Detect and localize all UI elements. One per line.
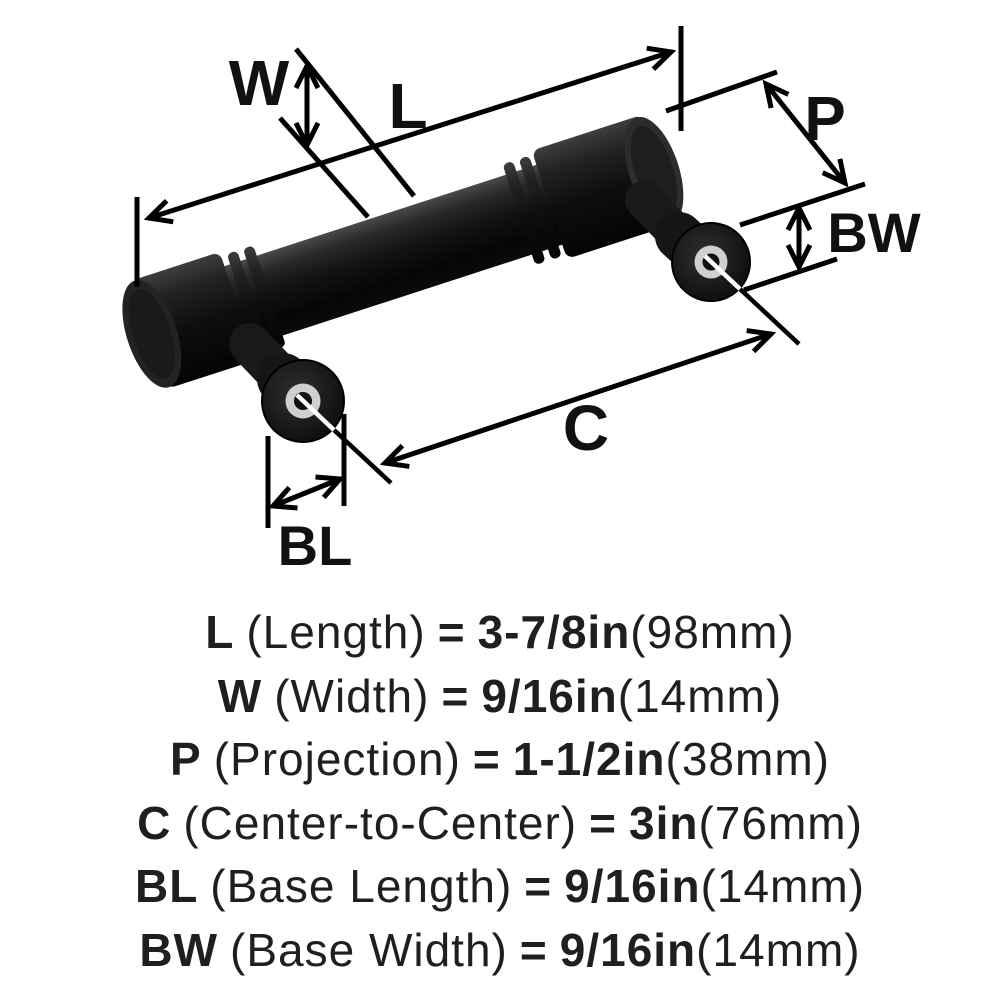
- spec-value-in: 9/16in: [564, 860, 701, 912]
- spec-value-mm: (14mm): [700, 860, 866, 912]
- equals-sign: =: [441, 669, 470, 722]
- dim-length: [134, 26, 684, 287]
- spec-table: L(Length)=3-7/8in(98mm) W(Width)=9/16in(…: [0, 601, 1000, 982]
- spec-value-in: 3-7/8in: [477, 606, 631, 658]
- equals-sign: =: [519, 923, 548, 976]
- dim-base-width: [743, 208, 838, 293]
- dim-projection-arrow: [766, 84, 845, 183]
- dim-label-c: C: [563, 392, 609, 464]
- dim-width-ext-bottom: [278, 116, 370, 219]
- spec-name: (Length): [246, 606, 426, 658]
- dim-center-to-center: [385, 334, 771, 463]
- spec-value-mm: (14mm): [696, 923, 861, 976]
- equals-sign: =: [472, 733, 501, 785]
- equals-sign: =: [437, 606, 466, 658]
- dim-label-bl: BL: [278, 514, 353, 577]
- spec-row-projection: P(Projection)=1-1/2in(38mm): [0, 728, 1000, 792]
- spec-value-mm: (98mm): [630, 606, 795, 658]
- dim-center-to-center-arrow: [385, 334, 771, 463]
- right-screw-axis-highlight: [703, 254, 743, 292]
- spec-label: W: [217, 669, 263, 722]
- spec-row-center-to-center: C(Center-to-Center)=3in(76mm): [0, 792, 1000, 856]
- spec-value-in: 9/16in: [481, 669, 618, 722]
- left-post: [229, 323, 345, 443]
- dim-width: [278, 47, 416, 219]
- spec-value-in: 1-1/2in: [512, 733, 666, 785]
- spec-row-width: W(Width)=9/16in(14mm): [0, 665, 1000, 729]
- handle-left-cap-face-inner: [128, 288, 175, 380]
- spec-name: (Projection): [213, 733, 461, 785]
- dim-base-length-arrow: [273, 479, 340, 506]
- spec-name: (Base Width): [230, 923, 508, 976]
- equals-sign: =: [589, 796, 617, 849]
- dim-base-length: [265, 414, 347, 528]
- spec-value-mm: (76mm): [698, 796, 863, 849]
- dim-length-arrow: [149, 52, 671, 218]
- left-screw-axis-highlight: [295, 393, 337, 433]
- spec-label: P: [170, 733, 202, 785]
- handle-diagram-svg: W L P BW C BL: [122, 26, 921, 577]
- spec-label: BL: [134, 860, 199, 912]
- spec-row-base-width: BW(Base Width)=9/16in(14mm): [0, 919, 1000, 983]
- dim-label-l: L: [388, 70, 427, 142]
- spec-label: C: [137, 796, 172, 849]
- spec-row-length: L(Length)=3-7/8in(98mm): [0, 601, 1000, 665]
- spec-value-mm: (14mm): [617, 669, 783, 722]
- spec-name: (Center-to-Center): [183, 796, 578, 849]
- spec-label: BW: [139, 923, 219, 976]
- spec-value-mm: (38mm): [665, 733, 830, 785]
- dim-projection-ext-top: [665, 69, 778, 114]
- spec-name: (Width): [274, 669, 430, 722]
- spec-value-in: 3in: [628, 796, 699, 849]
- dim-label-p: P: [804, 85, 845, 154]
- spec-label: L: [205, 606, 235, 658]
- spec-name: (Base Length): [210, 860, 513, 912]
- dim-base-width-ext: [743, 256, 838, 293]
- dim-label-w: W: [229, 47, 290, 119]
- equals-sign: =: [524, 860, 553, 912]
- right-screw-axis-line: [738, 287, 801, 346]
- dim-label-bw: BW: [827, 201, 920, 264]
- spec-value-in: 9/16in: [559, 923, 697, 976]
- spec-row-base-length: BL(Base Length)=9/16in(14mm): [0, 855, 1000, 919]
- handle-body: [122, 116, 684, 388]
- handle-diagram: W L P BW C BL: [122, 26, 921, 577]
- handle-left-collar-ring-2: [244, 246, 285, 349]
